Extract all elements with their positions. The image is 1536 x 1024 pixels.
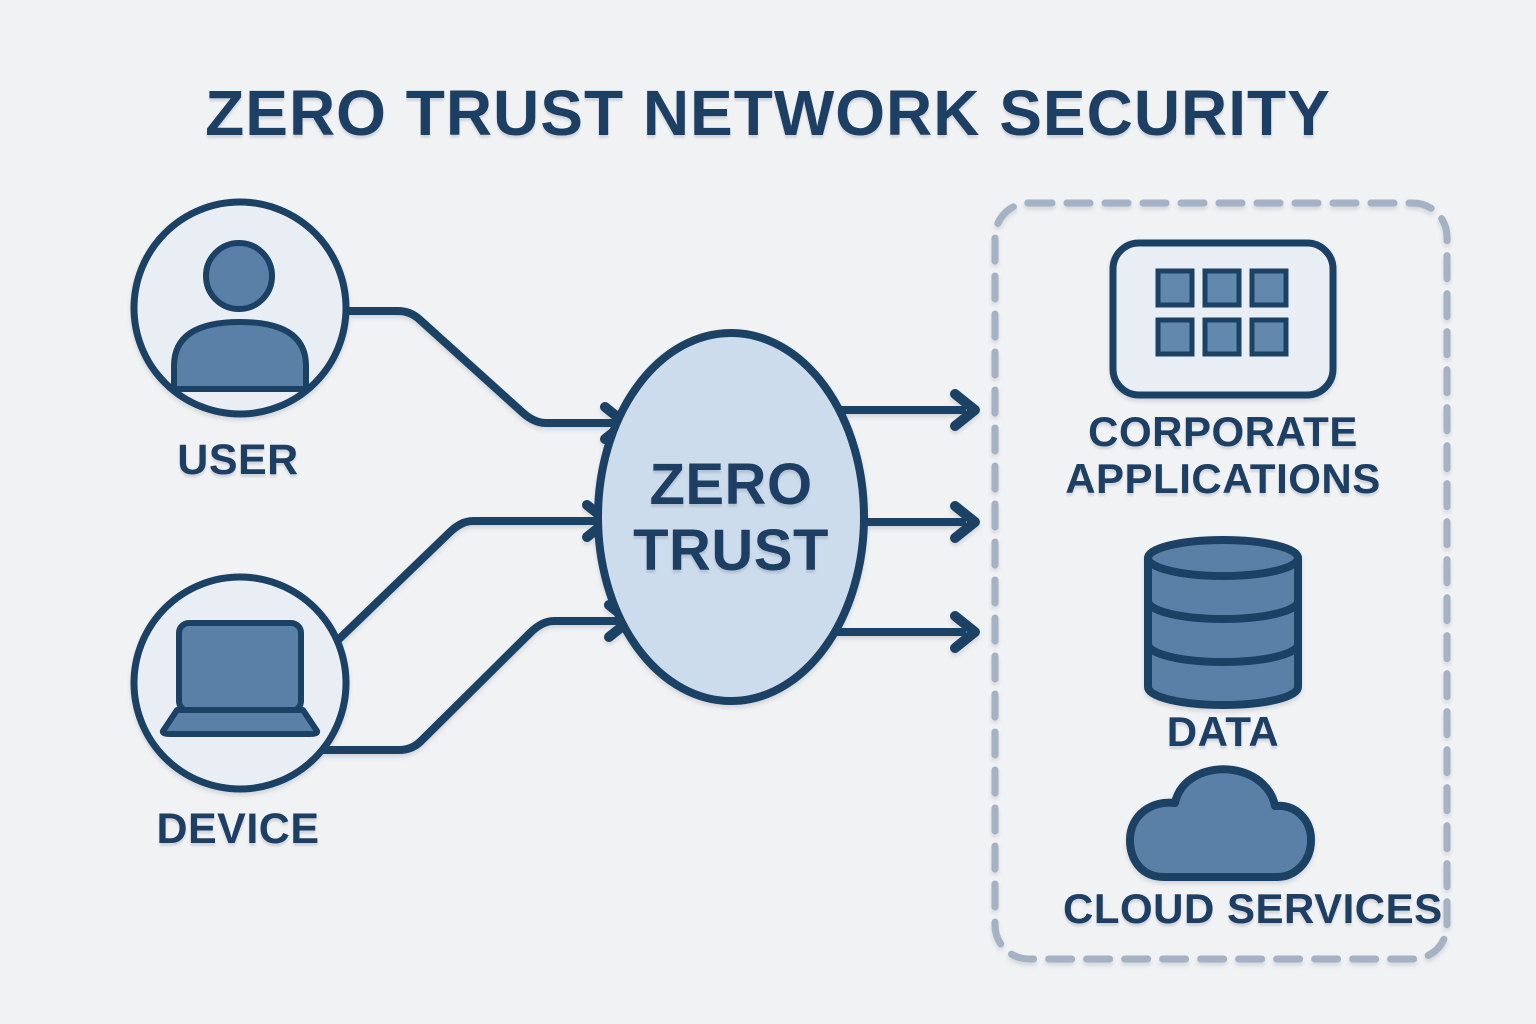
zero-trust-label-line1: ZERO (649, 452, 813, 517)
device-label: DEVICE (156, 805, 320, 853)
corporate-applications-label: CORPORATE APPLICATIONS (1065, 408, 1381, 502)
user-to-zerotrust-arrow (344, 307, 630, 444)
user-label: USER (177, 436, 299, 484)
zero-trust-label: ZERO TRUST (581, 452, 881, 584)
cloud-services-label: CLOUD SERVICES (1063, 885, 1443, 932)
app-grid-icon (1109, 239, 1337, 399)
protected-zone-border (991, 199, 1451, 963)
laptop-icon (159, 620, 321, 737)
device-to-zerotrust-arrow-upper (333, 500, 612, 645)
zero-trust-ellipse (594, 329, 868, 705)
zero-trust-label-line2: TRUST (633, 518, 829, 583)
person-icon (171, 240, 309, 392)
user-node (130, 198, 350, 418)
page-title: ZERO TRUST NETWORK SECURITY (205, 77, 1331, 149)
cloud-icon (1126, 765, 1315, 881)
data-label: DATA (1166, 708, 1280, 755)
database-icon (1144, 536, 1302, 709)
device-node (130, 573, 350, 793)
device-to-zerotrust-arrow-lower (316, 600, 634, 754)
connectors (316, 307, 980, 754)
